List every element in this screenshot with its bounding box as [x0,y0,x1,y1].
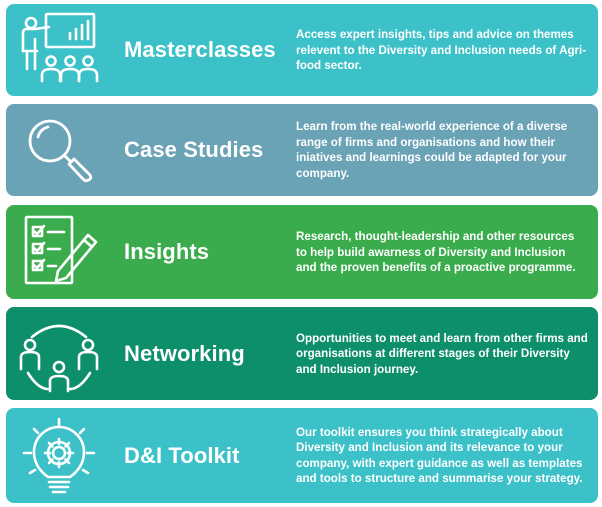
lightbulb-gear-icon [18,415,100,497]
card-description: Research, thought-leadership and other r… [296,229,576,274]
card-insights: Insights Research, thought-leadership an… [6,205,598,299]
card-masterclasses: Masterclasses Access expert insights, ti… [6,4,598,96]
card-description: Our toolkit ensures you think strategica… [296,425,583,486]
presentation-icon [18,9,100,91]
checklist-pencil-icon [18,211,100,293]
card-title: Insights [124,239,210,264]
card-description: Access expert insights, tips and advice … [296,27,587,72]
network-people-icon [18,313,100,395]
card-description: Opportunities to meet and learn from oth… [296,331,588,376]
card-title: Networking [124,340,245,366]
card-networking: Networking Opportunities to meet and lea… [6,307,598,400]
card-title: Masterclasses [124,37,276,62]
card-title: D&I Toolkit [124,442,240,468]
card-title: Case Studies [124,137,264,162]
card-toolkit: D&I Toolkit Our toolkit ensures you thin… [6,408,598,503]
card-case-studies: Case Studies Learn from the real-world e… [6,104,598,196]
magnifier-icon [18,109,100,191]
card-description: Learn from the real-world experience of … [296,120,568,180]
